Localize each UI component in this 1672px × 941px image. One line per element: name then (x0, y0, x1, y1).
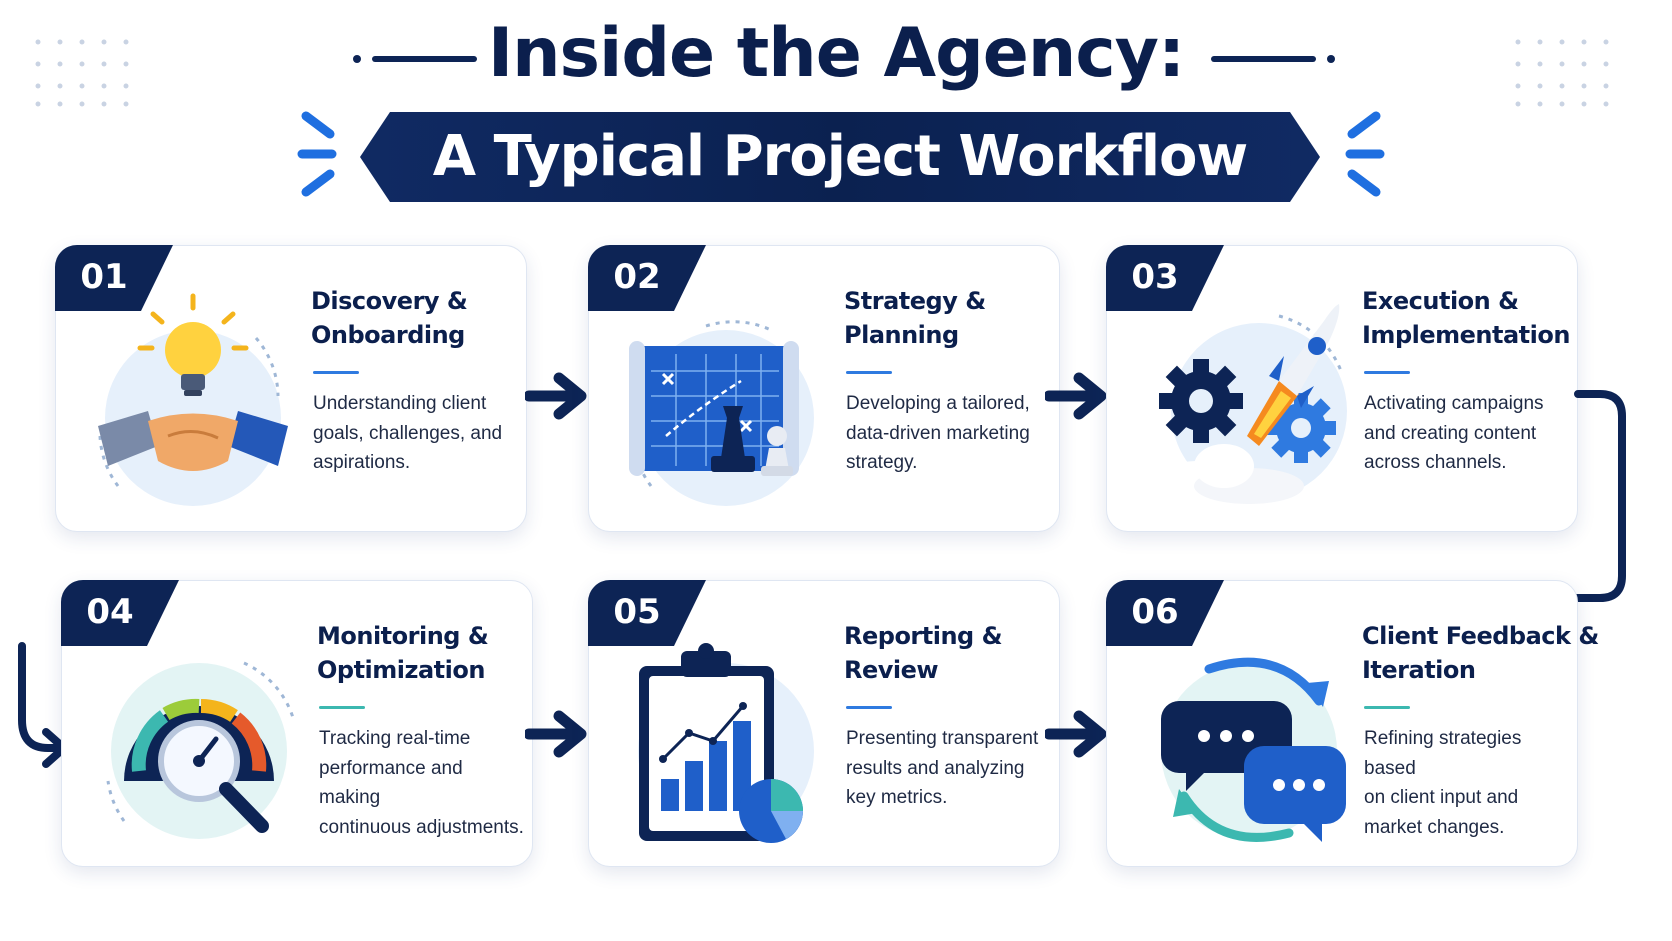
step-divider (319, 706, 365, 709)
title-line-right-icon (1211, 55, 1335, 63)
step-title-line: Implementation (1362, 321, 1570, 349)
step-title: Execution & Implementation (1362, 284, 1572, 352)
chat-cycle-icon (1161, 657, 1346, 842)
subtitle-banner (360, 112, 1320, 202)
step-title: Discovery & Onboarding (311, 284, 521, 352)
step-number: 05 (613, 592, 661, 632)
step-title: Reporting & Review (844, 619, 1054, 687)
step-description-line: Tracking real-time (319, 728, 471, 749)
step-card-02: 02 Strategy & Planning Developing a tail… (588, 245, 1060, 532)
step-description-line: Presenting transparent (846, 728, 1039, 749)
step-description: Tracking real-time performance and makin… (319, 724, 529, 842)
step-badge-shape (55, 245, 173, 311)
step-title-line: Review (844, 656, 939, 684)
step-title: Strategy & Planning (844, 284, 1054, 352)
step-title-line: Onboarding (311, 321, 465, 349)
step-description-line: performance and making (319, 757, 463, 809)
step-divider (846, 371, 892, 374)
step-divider (313, 371, 359, 374)
step-description-line: Understanding client (313, 393, 487, 414)
step-description-line: on client input and (1364, 787, 1519, 808)
dot-grid-right-icon (1515, 39, 1609, 107)
step-title: Client Feedback & Iteration (1362, 619, 1599, 687)
sparkle-right-icon (1345, 111, 1385, 197)
gauge-magnifier-icon (106, 661, 296, 839)
step-divider (1364, 371, 1410, 374)
step-badge-shape (588, 580, 706, 646)
step-description-line: Developing a tailored, (846, 393, 1030, 414)
step-badge-shape (1106, 580, 1224, 646)
step-description-line: strategy. (846, 452, 918, 473)
step-card-01: 01 Discovery & Onboarding Understanding … (55, 245, 527, 532)
step-number: 03 (1131, 257, 1179, 297)
step-description: Developing a tailored, data-driven marke… (846, 389, 1056, 478)
step-card-06: 06 Client Feedback & Iteration Refining … (1106, 580, 1599, 867)
step-description: Activating campaigns and creating conten… (1364, 389, 1574, 478)
step-title-line: Iteration (1362, 656, 1476, 684)
step-description-line: market changes. (1364, 816, 1505, 838)
step-description-line: Refining strategies based (1364, 728, 1522, 779)
dot-grid-left-icon (35, 39, 129, 107)
step-divider (1364, 706, 1410, 709)
arrow-right-icon (1045, 372, 1107, 420)
step-description-line: key metrics. (846, 787, 948, 808)
step-number: 06 (1131, 592, 1179, 632)
step-description-line: results and analyzing (846, 757, 1025, 779)
step-number: 01 (80, 257, 128, 297)
arrow-right-icon (1045, 710, 1107, 758)
step-title-line: Planning (844, 321, 959, 349)
step-description-line: and creating content (1364, 422, 1537, 444)
step-title-line: Client Feedback & (1362, 622, 1599, 650)
step-description-line: aspirations. (313, 452, 411, 473)
step-number: 02 (613, 257, 661, 297)
title-line-left-icon (353, 55, 477, 63)
rocket-gears-icon (1151, 304, 1347, 504)
step-card-04: 04 Monitoring & Optimization Tracking re… (61, 580, 533, 867)
connector-right-icon (1570, 390, 1626, 602)
step-description-line: data-driven marketing (846, 422, 1030, 444)
step-card-03: 03 (1106, 245, 1578, 532)
page-title: Inside the Agency: (487, 14, 1185, 93)
step-description-line: continuous adjustments. (319, 816, 524, 838)
clipboard-chart-icon (638, 643, 814, 843)
handshake-lightbulb-icon (98, 293, 288, 506)
page-subtitle: A Typical Project Workflow (432, 124, 1249, 189)
step-card-05: 05 Reporting & Review Presenting transpa… (588, 580, 1060, 867)
step-description-line: across channels. (1364, 452, 1507, 473)
step-number: 04 (86, 592, 134, 632)
step-title-line: Execution & (1362, 287, 1519, 315)
step-title-line: Strategy & (844, 287, 986, 315)
step-badge-shape (588, 245, 706, 311)
arrow-right-icon (525, 372, 587, 420)
step-title-line: Reporting & (844, 622, 1003, 650)
step-description: Presenting transparent results and analy… (846, 724, 1056, 813)
step-title-line: Optimization (317, 656, 485, 684)
sparkle-left-icon (297, 111, 337, 197)
step-title-line: Monitoring & (317, 622, 489, 650)
step-description-line: goals, challenges, and (313, 422, 503, 444)
step-badge-shape (1106, 245, 1224, 311)
chess-blueprint-icon (629, 320, 814, 506)
step-description: Understanding client goals, challenges, … (313, 389, 523, 478)
step-title-line: Discovery & (311, 287, 468, 315)
step-divider (846, 706, 892, 709)
step-description: Refining strategies based on client inpu… (1364, 724, 1574, 842)
step-title: Monitoring & Optimization (317, 619, 527, 687)
step-description-line: Activating campaigns (1364, 393, 1544, 414)
arrow-right-icon (525, 710, 587, 758)
step-badge-shape (61, 580, 179, 646)
